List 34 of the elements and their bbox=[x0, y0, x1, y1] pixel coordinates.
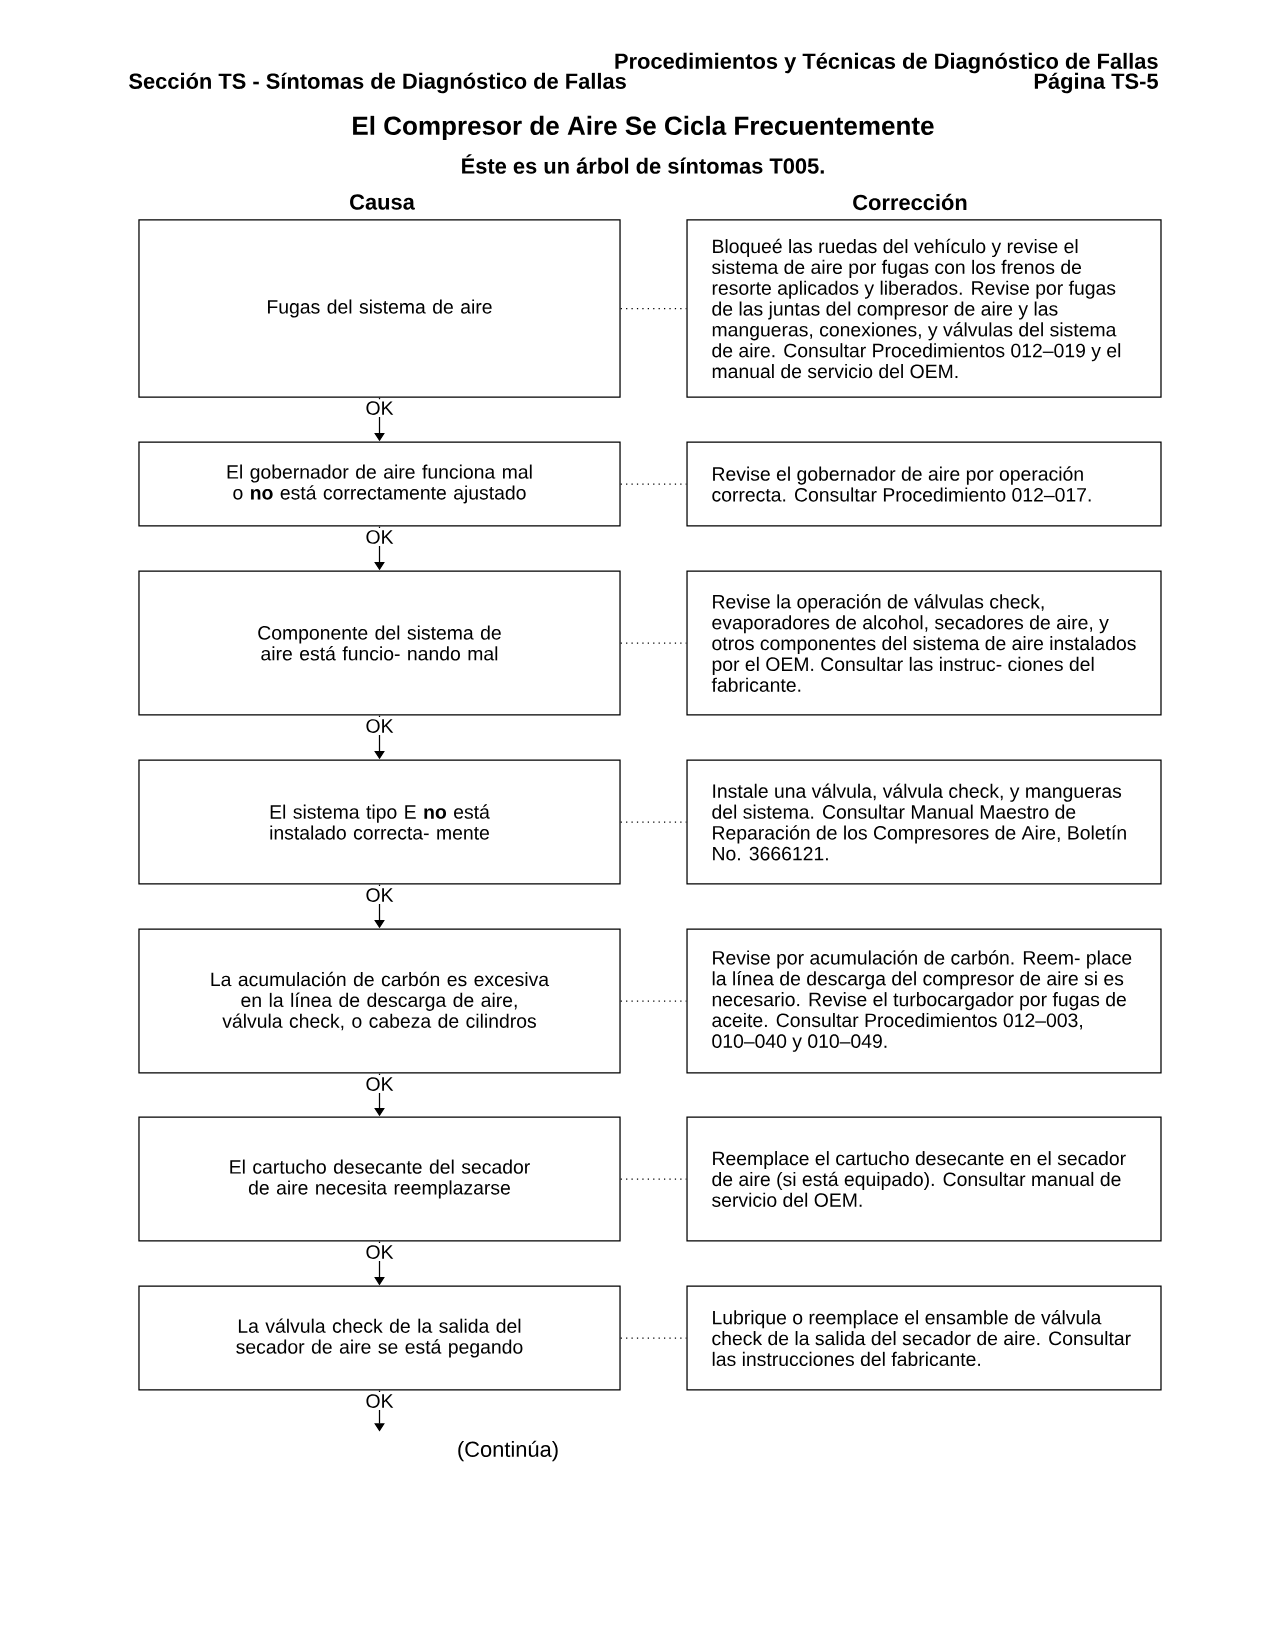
note: (Continúa) bbox=[458, 1440, 558, 1462]
edge-label: OK bbox=[363, 1075, 396, 1093]
cause-box: El sistema tipo E no está instalado correcta- mente bbox=[138, 759, 621, 885]
title: El Compresor de Aire Se Cicla Frecuentemente bbox=[353, 115, 934, 141]
arrow bbox=[374, 1390, 385, 1432]
edge-label: OK bbox=[363, 399, 396, 417]
dotted-leader bbox=[620, 483, 688, 485]
dotted-leader bbox=[620, 1178, 688, 1180]
cause-box: La válvula check de la salida del secador de aire se está pegando bbox=[138, 1285, 621, 1391]
cause-box: Fugas del sistema de aire bbox=[138, 219, 621, 398]
cause-box: El gobernador de aire funciona mal o no está correctamente ajustado bbox=[138, 441, 621, 527]
dotted-leader bbox=[620, 642, 688, 644]
edge-label: OK bbox=[363, 528, 396, 546]
cause-box: La acumulación de carbón es excesiva en la línea de descarga de aire, válvula check, o cabeza de cilindros bbox=[138, 928, 621, 1074]
edge-label: OK bbox=[363, 1243, 396, 1261]
cause-box: El cartucho desecante del secador de aire necesita reemplazarse bbox=[138, 1116, 621, 1242]
edge-label: OK bbox=[363, 1392, 396, 1410]
correction-box: Revise por acumulación de carbón. Reem- place la línea de descarga del compresor de aire si es necesario. Revise el turbocargador por fugas de aceite. Consultar Procedimientos 012–003, 010–040 y 010–049. bbox=[686, 928, 1162, 1074]
header-text: Página TS-5 bbox=[1034, 72, 1158, 94]
header-text: Sección TS - Síntomas de Diagnóstico de Fallas bbox=[129, 72, 626, 94]
dotted-leader bbox=[620, 1000, 688, 1002]
correction-box: Reemplace el cartucho desecante en el secador de aire (si está equipado). Consultar manual de servicio del OEM. bbox=[686, 1116, 1162, 1242]
edge-label: OK bbox=[363, 886, 396, 904]
cause-box: Componente del sistema de aire está funcio- nando mal bbox=[138, 570, 621, 716]
correction-box: Bloqueé las ruedas del vehículo y revise el sistema de aire por fugas con los frenos de resorte aplicados y liberados. Revise por fugas de las juntas del compresor de aire y las mangueras, conexiones, y válvulas del sistema de aire. Consultar Procedimientos 012–019 y el manual de servicio del OEM. bbox=[686, 219, 1162, 398]
dotted-leader bbox=[620, 821, 688, 823]
edge-label: OK bbox=[363, 717, 396, 735]
dotted-leader bbox=[620, 1337, 688, 1339]
subtitle: Éste es un árbol de síntomas T005. bbox=[462, 154, 824, 174]
dotted-leader bbox=[620, 307, 688, 310]
correction-box: Instale una válvula, válvula check, y mangueras del sistema. Consultar Manual Maestro de Reparación de los Compresores de Aire, Boletín No. 3666121. bbox=[686, 759, 1162, 885]
correction-box: Revise el gobernador de aire por operación correcta. Consultar Procedimiento 012–017. bbox=[686, 441, 1162, 527]
correction-box: Revise la operación de válvulas check, evaporadores de alcohol, secadores de aire, y otros componentes del sistema de aire instalados por el OEM. Consultar las instruc- ciones del fabricante. bbox=[686, 570, 1162, 716]
correction-box: Lubrique o reemplace el ensamble de válvula check de la salida del secador de aire. Consultar las instrucciones del fabricante. bbox=[686, 1285, 1162, 1391]
